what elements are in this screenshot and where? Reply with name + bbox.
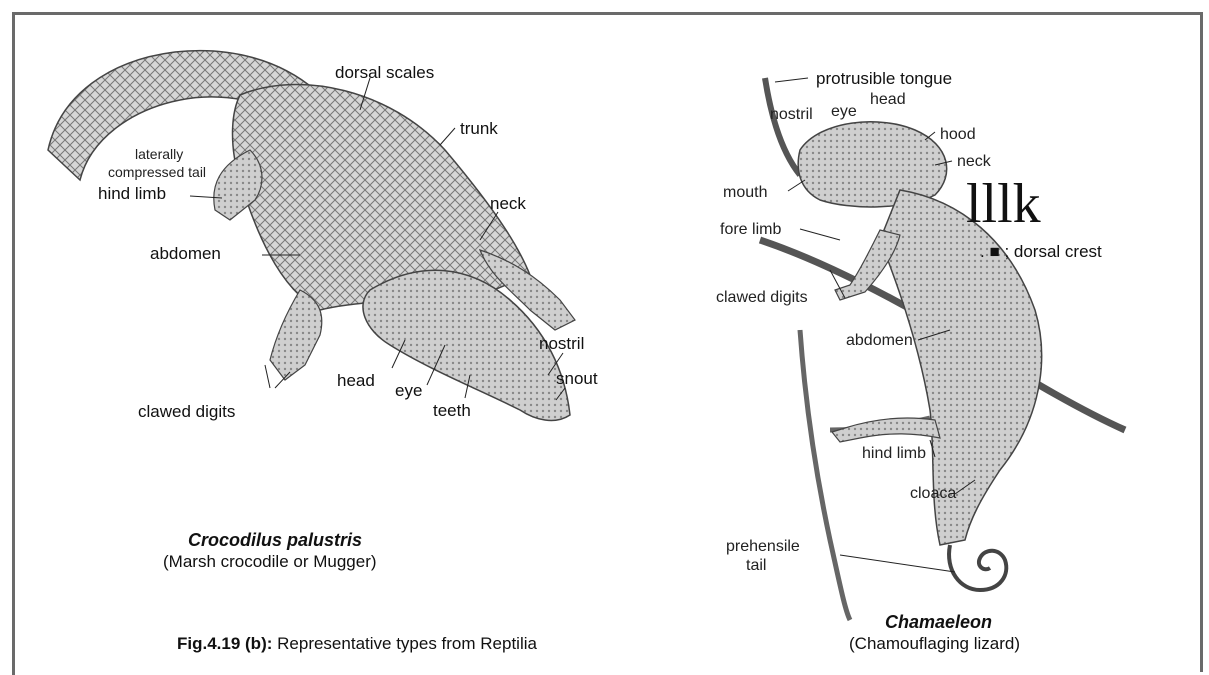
label-head: head [337,372,375,389]
label-dorsal-crest: . ■ ; dorsal crest [980,243,1102,260]
chamaeleon-tail-coil [949,545,1006,590]
label-eye-chamaeleon: eye [831,104,857,120]
label-nostril: nostril [539,335,584,352]
label-trunk: trunk [460,120,498,137]
label-head-chamaeleon: head [870,92,906,108]
chamaeleon-tongue [765,78,800,175]
label-abdomen: abdomen [150,245,221,262]
label-neck: neck [490,195,526,212]
figure-caption: Fig.4.19 (b): Representative types from … [177,634,537,654]
figure-number: Fig.4.19 (b): [177,634,272,653]
chamaeleon-illustration [760,78,1125,620]
crocodile-illustration [48,51,575,421]
crocodile-caption-species: Crocodilus palustris [188,530,362,551]
label-hood: hood [940,127,976,143]
scan-artifact-text: lllk [966,176,1041,232]
label-neck-chamaeleon: neck [957,154,991,170]
crocodile-caption-common: (Marsh crocodile or Mugger) [163,552,377,572]
chamaeleon-caption-species: Chamaeleon [885,612,992,633]
label-tail: tail [746,558,766,574]
label-clawed-digits: clawed digits [138,403,235,420]
label-mouth: mouth [723,185,767,201]
label-dorsal-scales: dorsal scales [335,64,434,81]
label-prehensile: prehensile [726,539,800,555]
label-nostril-chamaeleon: nostril [770,107,813,123]
label-fore-limb: fore limb [720,222,781,238]
lower-branch [800,330,930,620]
crocodile-front-limb [270,290,322,380]
label-eye: eye [395,382,422,399]
label-compressed-tail: compressed tail [108,165,206,179]
label-hind-limb: hind limb [98,185,166,202]
figure-caption-text: Representative types from Reptilia [272,634,537,653]
label-cloaca: cloaca [910,486,956,502]
label-abdomen-chamaeleon: abdomen [846,333,913,349]
label-hind-limb-chamaeleon: hind limb [862,446,926,462]
label-teeth: teeth [433,402,471,419]
label-laterally: laterally [135,147,183,161]
chamaeleon-hind-limb [832,418,940,442]
chamaeleon-caption-common: (Chamouflaging lizard) [849,634,1020,654]
label-snout: snout [556,370,598,387]
label-protrusible-tongue: protrusible tongue [816,70,952,87]
label-clawed-digits-chamaeleon: clawed digits [716,290,808,306]
chamaeleon-head [798,122,947,207]
